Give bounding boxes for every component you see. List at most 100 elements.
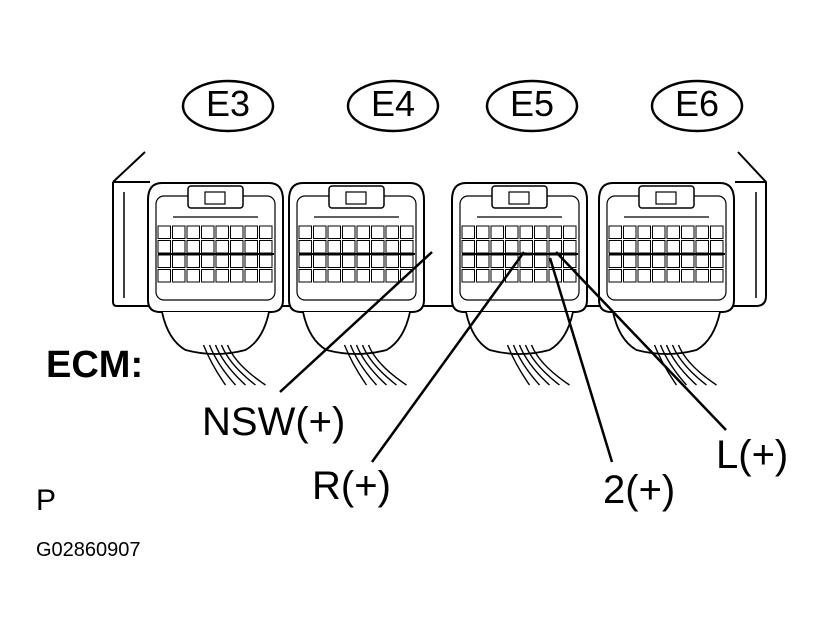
- pin-cavity-e5: [461, 225, 475, 239]
- pin-cavity-e3: [186, 269, 200, 283]
- pin-cavity-e6: [623, 225, 637, 239]
- harness-wire-e4: [343, 344, 368, 386]
- pin-cavity-e4: [371, 269, 385, 283]
- pin-cavity-e6: [652, 225, 666, 239]
- pin-cavity-e4: [385, 225, 399, 239]
- pin-cavity-e6: [666, 240, 680, 254]
- connector-label-e5: E5: [509, 83, 555, 124]
- connector-oval-e6: [650, 79, 744, 133]
- pin-cavity-e3: [259, 225, 273, 239]
- pin-cavity-e3: [172, 225, 186, 239]
- pin-cavity-e4: [400, 225, 414, 239]
- pin-cavity-e6: [637, 254, 651, 268]
- pin-cavity-e4: [313, 254, 327, 268]
- pin-cavity-e6: [652, 240, 666, 254]
- pin-cavity-e6: [681, 240, 695, 254]
- pin-cavity-e6: [623, 240, 637, 254]
- pin-cavity-e3: [201, 225, 215, 239]
- connector-label-e4: E4: [370, 83, 416, 124]
- pin-label-l: L(+): [716, 433, 789, 477]
- pin-cavity-e6: [623, 269, 637, 283]
- pin-cavity-e4: [313, 269, 327, 283]
- pin-cavity-e3: [172, 240, 186, 254]
- pin-cavity-e3: [157, 269, 171, 283]
- pin-cavity-e4: [327, 254, 341, 268]
- pin-cavity-e3: [157, 240, 171, 254]
- pin-cavity-e5: [519, 269, 533, 283]
- pin-cavity-e6: [695, 240, 709, 254]
- pin-cavity-e3: [157, 225, 171, 239]
- pin-cavity-e5: [548, 225, 562, 239]
- connector-oval-e4: [346, 79, 440, 133]
- pin-cavity-e4: [298, 269, 312, 283]
- pin-cavity-e5: [563, 269, 577, 283]
- pin-cavity-e3: [230, 254, 244, 268]
- pin-cavity-e5: [534, 225, 548, 239]
- pin-cavity-e3: [186, 254, 200, 268]
- leader-r: [370, 251, 526, 463]
- pin-cavity-e6: [637, 240, 651, 254]
- pin-cavity-e3: [259, 254, 273, 268]
- pin-cavity-e5: [490, 225, 504, 239]
- connector-latch-tab-e5: [508, 191, 530, 205]
- connector-latch-tab-e6: [655, 191, 677, 205]
- pin-cavity-e4: [385, 269, 399, 283]
- pin-cavity-e3: [201, 254, 215, 268]
- pin-cavity-e3: [244, 254, 258, 268]
- connector-e5: [451, 79, 588, 386]
- harness-boot-e6: [612, 311, 721, 355]
- harness-wire-e6: [659, 344, 688, 386]
- harness-wire-e4: [349, 344, 378, 386]
- pin-cavity-e6: [652, 269, 666, 283]
- pin-cavity-e4: [385, 254, 399, 268]
- pin-cavity-e5: [563, 225, 577, 239]
- harness-wire-e5: [518, 344, 550, 386]
- harness-wire-e3: [208, 344, 237, 386]
- pin-cavity-e4: [371, 254, 385, 268]
- pin-cavity-e3: [172, 254, 186, 268]
- pin-cavity-e5: [534, 254, 548, 268]
- pin-cavity-e5: [476, 225, 490, 239]
- connector-e3: [147, 79, 284, 386]
- harness-boot-e4: [302, 311, 411, 355]
- harness-wire-e3: [226, 344, 266, 386]
- pin-cavity-e6: [666, 269, 680, 283]
- ecm-label: ECM:: [46, 344, 144, 386]
- pin-cavity-e5: [476, 269, 490, 283]
- pin-cavity-e5: [519, 240, 533, 254]
- pin-cavity-e6: [710, 240, 724, 254]
- pin-cavity-e6: [623, 254, 637, 268]
- pin-cavity-e6: [608, 225, 622, 239]
- harness-wire-e3: [214, 344, 246, 386]
- pin-cavity-e6: [637, 269, 651, 283]
- leader-l: [555, 251, 727, 431]
- pin-cavity-e4: [385, 240, 399, 254]
- pin-cavity-e3: [259, 269, 273, 283]
- ecm-housing: [112, 151, 767, 307]
- pin-cavity-e4: [342, 269, 356, 283]
- pin-cavity-e6: [666, 254, 680, 268]
- pin-cavity-e5: [476, 254, 490, 268]
- pin-cavity-e6: [681, 225, 695, 239]
- pin-cavity-e4: [356, 240, 370, 254]
- pin-cavity-e5: [461, 254, 475, 268]
- connector-latch-tab-e4: [345, 191, 367, 205]
- pin-cavity-e4: [327, 225, 341, 239]
- harness-wire-e5: [524, 344, 560, 386]
- harness-wire-e5: [530, 344, 570, 386]
- pin-cavity-e3: [186, 240, 200, 254]
- pin-cavity-e5: [534, 240, 548, 254]
- pin-cavity-e5: [505, 240, 519, 254]
- harness-boot-e3: [161, 311, 270, 355]
- pin-cavity-e6: [695, 225, 709, 239]
- view-tag: P: [36, 484, 57, 517]
- pin-cavity-e4: [327, 240, 341, 254]
- harness-wire-e4: [355, 344, 387, 386]
- pin-label-r: R(+): [312, 464, 391, 508]
- pin-cavity-e3: [215, 240, 229, 254]
- pin-cavity-e4: [327, 269, 341, 283]
- pin-cavity-e3: [201, 240, 215, 254]
- pin-cavity-e3: [215, 269, 229, 283]
- pin-cavity-e6: [695, 269, 709, 283]
